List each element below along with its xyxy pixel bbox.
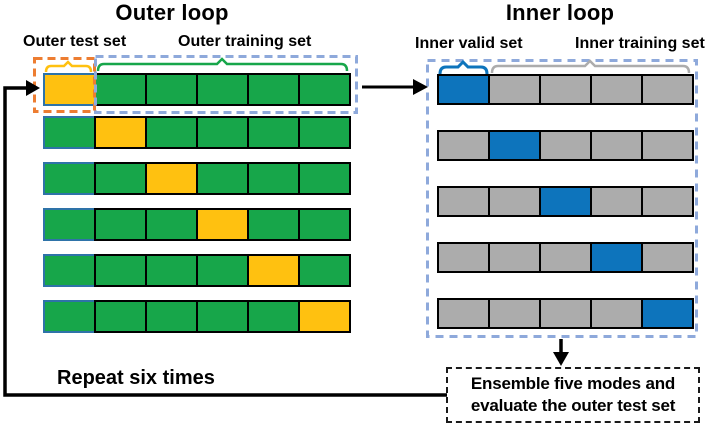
inner-row-1-cell-3-itrain <box>539 74 592 105</box>
inner-row-1-cell-4-itrain <box>590 74 643 105</box>
inner-row-3-cell-3-valid <box>539 186 592 217</box>
repeat-loop-arrowhead-icon <box>26 80 40 96</box>
outer-row-2-cell-4-train <box>196 116 249 149</box>
inner-row-3-cell-4-itrain <box>590 186 643 217</box>
outer-row-5-cell-3-train <box>145 254 198 287</box>
outer-row-1-cell-3-train <box>145 73 198 106</box>
outer-row-3-cell-4-train <box>196 162 249 195</box>
inner-to-ensemble-arrowhead-icon <box>553 352 569 366</box>
outer-row-2-cell-2-test <box>94 116 147 149</box>
inner-row-5-cell-3-itrain <box>539 298 592 329</box>
outer-row-2-cell-6-train <box>298 116 351 149</box>
inner-fold-row-2 <box>437 130 694 161</box>
outer-row-3-cell-3-test <box>145 162 198 195</box>
inner-row-4-cell-5-itrain <box>641 242 694 273</box>
inner-fold-row-3 <box>437 186 694 217</box>
inner-fold-row-1 <box>437 74 694 105</box>
outer-row-6-cell-2-train <box>94 300 147 333</box>
inner-row-4-cell-2-itrain <box>488 242 541 273</box>
outer-row-4-cell-6-train <box>298 208 351 241</box>
inner-row-1-cell-2-itrain <box>488 74 541 105</box>
inner-fold-row-5 <box>437 298 694 329</box>
outer-to-inner-arrowhead-icon <box>413 79 428 95</box>
inner-row-4-cell-4-valid <box>590 242 643 273</box>
repeat-six-times-label: Repeat six times <box>57 367 215 389</box>
outer-row-1-cell-5-train <box>247 73 300 106</box>
inner-row-1-cell-5-itrain <box>641 74 694 105</box>
outer-row-5-cell-4-train <box>196 254 249 287</box>
ensemble-box: Ensemble five modes and evaluate the out… <box>446 367 700 423</box>
outer-row-2-cell-3-train <box>145 116 198 149</box>
outer-training-set-label: Outer training set <box>178 33 312 50</box>
inner-row-1-cell-1-valid <box>437 74 490 105</box>
outer-row-3-cell-2-train <box>94 162 147 195</box>
outer-row-4-cell-4-test <box>196 208 249 241</box>
outer-row-3-cell-1-train <box>43 162 96 195</box>
inner-row-2-cell-3-itrain <box>539 130 592 161</box>
outer-row-1-cell-4-train <box>196 73 249 106</box>
inner-row-2-cell-1-itrain <box>437 130 490 161</box>
outer-row-4-cell-2-train <box>94 208 147 241</box>
inner-row-3-cell-2-itrain <box>488 186 541 217</box>
outer-row-4-cell-1-train <box>43 208 96 241</box>
outer-row-2-cell-1-train <box>43 116 96 149</box>
outer-test-set-label: Outer test set <box>23 33 127 50</box>
inner-row-2-cell-4-itrain <box>590 130 643 161</box>
inner-valid-set-label: Inner valid set <box>415 35 523 52</box>
inner-row-3-cell-5-itrain <box>641 186 694 217</box>
inner-fold-row-4 <box>437 242 694 273</box>
outer-row-1-cell-2-train <box>94 73 147 106</box>
ensemble-box-line2: evaluate the outer test set <box>470 396 676 415</box>
inner-row-2-cell-2-valid <box>488 130 541 161</box>
inner-valid-brace <box>438 59 489 75</box>
inner-row-4-cell-3-itrain <box>539 242 592 273</box>
inner-row-4-cell-1-itrain <box>437 242 490 273</box>
ensemble-box-line1: Ensemble five modes and <box>470 373 676 393</box>
outer-row-5-cell-5-test <box>247 254 300 287</box>
outer-row-3-cell-5-train <box>247 162 300 195</box>
outer-row-6-cell-3-train <box>145 300 198 333</box>
inner-row-3-cell-1-itrain <box>437 186 490 217</box>
outer-row-6-cell-4-train <box>196 300 249 333</box>
inner-row-5-cell-4-itrain <box>590 298 643 329</box>
inner-training-set-label: Inner training set <box>575 35 705 52</box>
inner-loop-title: Inner loop <box>505 0 615 25</box>
outer-row-1-cell-1-test <box>43 73 96 106</box>
outer-training-brace <box>96 57 349 72</box>
outer-row-1-cell-6-train <box>298 73 351 106</box>
outer-row-5-cell-6-train <box>298 254 351 287</box>
inner-row-5-cell-1-itrain <box>437 298 490 329</box>
outer-row-6-cell-6-test <box>298 300 351 333</box>
outer-row-2-cell-5-train <box>247 116 300 149</box>
outer-fold-row-5 <box>43 254 351 287</box>
inner-row-5-cell-5-valid <box>641 298 694 329</box>
outer-fold-row-3 <box>43 162 351 195</box>
outer-loop-title: Outer loop <box>115 0 229 25</box>
outer-fold-row-2 <box>43 116 351 149</box>
outer-fold-row-6 <box>43 300 351 333</box>
outer-row-6-cell-1-train <box>43 300 96 333</box>
outer-test-brace <box>44 60 93 73</box>
outer-row-4-cell-5-train <box>247 208 300 241</box>
outer-fold-row-1 <box>43 73 351 106</box>
inner-row-5-cell-2-itrain <box>488 298 541 329</box>
inner-row-2-cell-5-itrain <box>641 130 694 161</box>
outer-row-4-cell-3-train <box>145 208 198 241</box>
outer-fold-row-4 <box>43 208 351 241</box>
inner-training-brace <box>490 59 691 74</box>
outer-row-5-cell-2-train <box>94 254 147 287</box>
outer-row-3-cell-6-train <box>298 162 351 195</box>
outer-row-5-cell-1-train <box>43 254 96 287</box>
outer-row-6-cell-5-train <box>247 300 300 333</box>
